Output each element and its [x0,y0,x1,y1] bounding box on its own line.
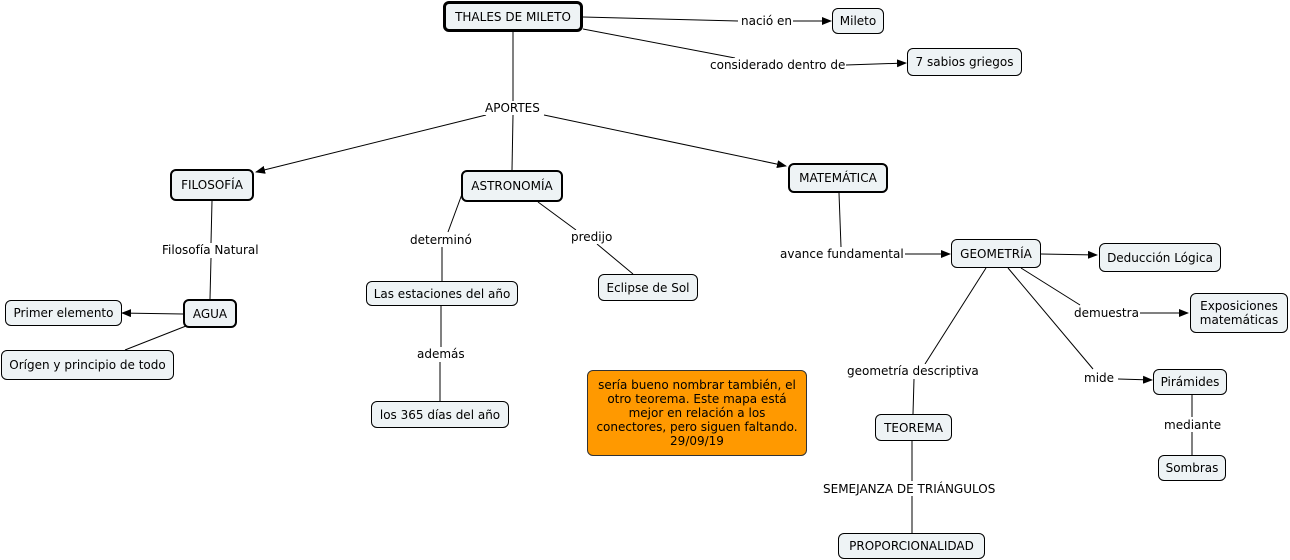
label-mide: mide [1083,371,1116,385]
node-astronomia[interactable]: ASTRONOMÍA [461,170,563,202]
label-predijo: predijo [570,230,614,244]
node-agua[interactable]: AGUA [183,299,237,328]
link-geo-deduccion [1040,250,1098,259]
label-semejanza: SEMEJANZA DE TRIÁNGULOS [822,482,997,496]
label-avance: avance fundamental [779,247,905,261]
node-dias[interactable]: los 365 días del año [371,401,509,428]
link-geo-mide [1007,267,1094,370]
link-aportes-matematica [543,114,787,169]
link-thales-considerado [582,28,736,59]
node-eclipse[interactable]: Eclipse de Sol [598,274,698,301]
label-considerado: considerado dentro de [709,58,847,72]
node-exposiciones[interactable]: Exposiciones matemáticas [1190,293,1288,333]
node-deduccion[interactable]: Deducción Lógica [1099,243,1221,272]
link-mide-piramides [1117,375,1153,384]
node-thales[interactable]: THALES DE MILETO [443,1,583,32]
link-geo-descriptiva [924,267,987,365]
node-teorema[interactable]: TEOREMA [875,414,952,441]
node-mileto[interactable]: Mileto [832,8,884,34]
link-predijo-eclipse [596,243,634,275]
link-aportes-filosofia [255,114,487,174]
label-nacio-en: nació en [740,14,794,28]
link-geo-demuestra [1020,267,1081,306]
link-thales-nacio [582,16,739,22]
node-estaciones[interactable]: Las estaciones del año [366,281,518,306]
node-geometria[interactable]: GEOMETRÍA [951,239,1041,268]
link-agua-primer [121,309,184,318]
node-sombras[interactable]: Sombras [1158,455,1226,481]
link-agua-origen [124,325,187,351]
link-considerado-sabios [845,59,907,68]
label-determino: determinó [409,233,473,247]
link-filosofia-fn [210,200,213,244]
node-proporcionalidad[interactable]: PROPORCIONALIDAD [838,533,985,559]
node-origen[interactable]: Orígen y principio de todo [1,350,174,380]
link-descriptiva-teorema [912,378,915,415]
label-demuestra: demuestra [1073,306,1140,320]
label-filosofia-natural: Filosofía Natural [161,243,260,257]
node-matematica[interactable]: MATEMÁTICA [788,163,888,193]
label-ademas: además [416,347,466,361]
link-fn-agua [209,257,212,300]
label-mediante: mediante [1163,418,1223,432]
node-filosofia[interactable]: FILOSOFÍA [170,169,254,201]
node-piramides[interactable]: Pirámides [1153,369,1227,395]
node-sabios[interactable]: 7 sabios griegos [907,48,1022,76]
node-primer-elemento[interactable]: Primer elemento [5,300,122,326]
link-astro-predijo [537,201,577,231]
label-aportes: APORTES [484,101,541,115]
link-aportes-astronomia [511,114,514,171]
node-nota[interactable]: sería bueno nombrar también, el otro teo… [587,370,807,456]
label-geometria-descriptiva: geometría descriptiva [846,364,980,378]
link-mate-avance [838,192,842,248]
